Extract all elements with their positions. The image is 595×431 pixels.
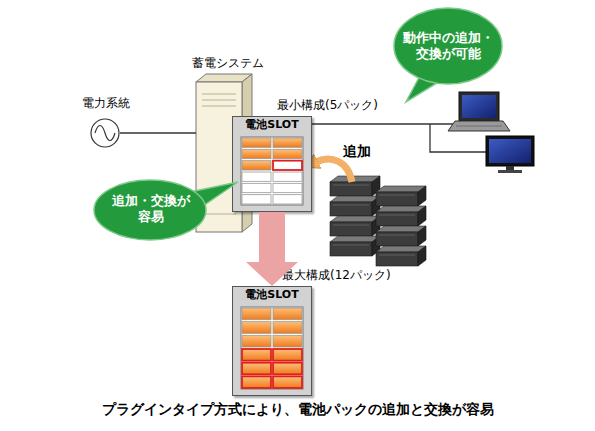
callout-bubble: 追加・交換が容易	[92, 178, 210, 242]
battery-slot-grid	[241, 137, 303, 205]
callout-text: 動作中の追加・交換が可能	[402, 30, 495, 63]
annotation-label: 追加	[343, 143, 371, 161]
add-arrow	[316, 159, 352, 182]
slot-panel	[232, 286, 312, 396]
monitor-illustration	[486, 136, 534, 173]
figure-caption: プラグインタイプ方式により、電池パックの追加と交換が容易	[0, 401, 595, 419]
wire-connector	[120, 132, 196, 133]
slot-title: 電池SLOT	[232, 288, 312, 302]
power-grid-node: 電力系統	[78, 96, 134, 150]
ac-source-symbol	[90, 118, 120, 148]
battery-slot-grid	[241, 307, 303, 389]
callout-bubble: 動作中の追加・交換が可能	[392, 6, 504, 88]
node-heading: 蓄電システム	[192, 56, 264, 71]
battery-slot-max: 最大構成(12パック)電池SLOT	[232, 268, 314, 398]
arrow-connector	[259, 212, 285, 262]
battery-pack-stack	[330, 176, 426, 266]
slot-title: 電池SLOT	[232, 118, 312, 132]
config-heading: 最小構成(5パック)	[277, 98, 378, 113]
node-heading: 電力系統	[78, 96, 134, 111]
laptop-illustration	[448, 92, 510, 131]
battery-slot-min: 最小構成(5パック)電池SLOT	[232, 98, 314, 214]
callout-text: 追加・交換が容易	[110, 193, 192, 226]
ac-source	[90, 118, 120, 148]
config-heading: 最大構成(12パック)	[282, 268, 391, 283]
